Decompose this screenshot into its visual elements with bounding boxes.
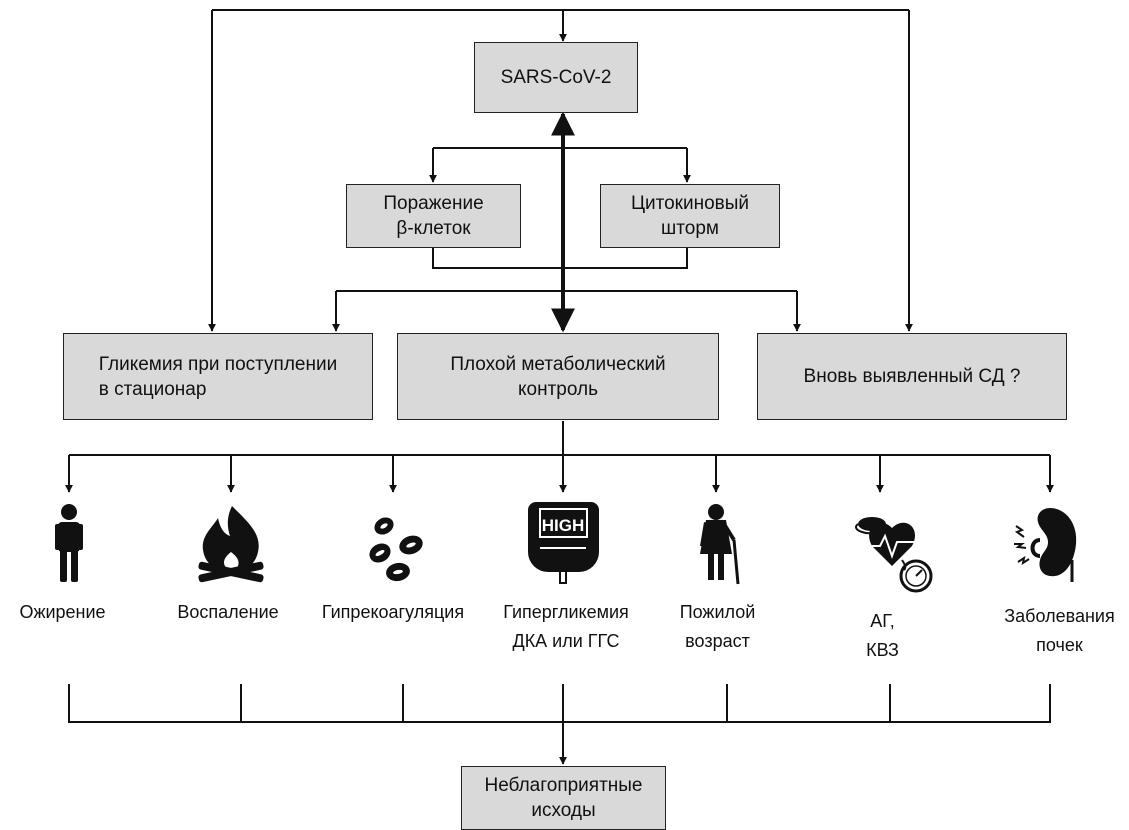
new-diabetes-label: Вновь выявленный СД ? xyxy=(803,366,1021,387)
factor-label-obesity: Ожирение xyxy=(19,602,106,622)
blood-cells-icon xyxy=(369,517,423,582)
factor-label-kidney-disease: Заболевания почек xyxy=(1004,606,1115,655)
beta-cell-damage-label: Поражение β-клеток xyxy=(383,193,484,239)
person-icon xyxy=(55,504,83,582)
sars-cov-2-box: SARS-CoV-2 xyxy=(474,42,638,113)
admission-glycemia-label: Гликемия при поступлении в стационар xyxy=(98,353,338,400)
factor-label-inflammation: Воспаление xyxy=(177,602,279,622)
factor-label-hypercoagulation: Гипрекоагуляция xyxy=(321,602,465,622)
kidney-icon xyxy=(1014,508,1077,582)
cytokine-storm-box: Цитокиновый шторм xyxy=(600,184,780,248)
poor-metabolic-control-box: Плохой метаболический контроль xyxy=(397,333,719,420)
connector-factors-fanout xyxy=(65,421,1054,493)
cytokine-storm-label: Цитокиновый шторм xyxy=(630,193,750,239)
adverse-outcomes-box: Неблагоприятные исходы xyxy=(461,766,666,830)
connector-top-loop xyxy=(208,9,913,332)
elderly-person-icon xyxy=(700,504,740,585)
glucometer-icon: HIGH xyxy=(528,502,599,584)
factor-label-hyperglycemia: Гипергликемия ДКА или ГГС xyxy=(503,602,629,651)
connector-branches-merge xyxy=(332,248,801,332)
connector-sars-branches xyxy=(429,147,691,183)
beta-cell-damage-box: Поражение β-клеток xyxy=(346,184,521,248)
connector-outcomes-bracket xyxy=(68,684,1051,765)
poor-metabolic-control-label: Плохой метаболический контроль xyxy=(450,353,666,400)
factor-label-hypertension-cvd: АГ, КВЗ xyxy=(866,611,899,660)
new-diabetes-box: Вновь выявленный СД ? xyxy=(757,333,1067,420)
heart-pressure-icon xyxy=(855,517,933,593)
admission-glycemia-box: Гликемия при поступлении в стационар xyxy=(63,333,373,420)
adverse-outcomes-label: Неблагоприятные исходы xyxy=(484,775,643,821)
sars-cov-2-label: SARS-CoV-2 xyxy=(500,67,612,88)
fire-icon xyxy=(198,506,264,583)
glucometer-screen-text: HIGH xyxy=(542,516,585,535)
factor-label-elderly: Пожилой возраст xyxy=(679,602,756,651)
